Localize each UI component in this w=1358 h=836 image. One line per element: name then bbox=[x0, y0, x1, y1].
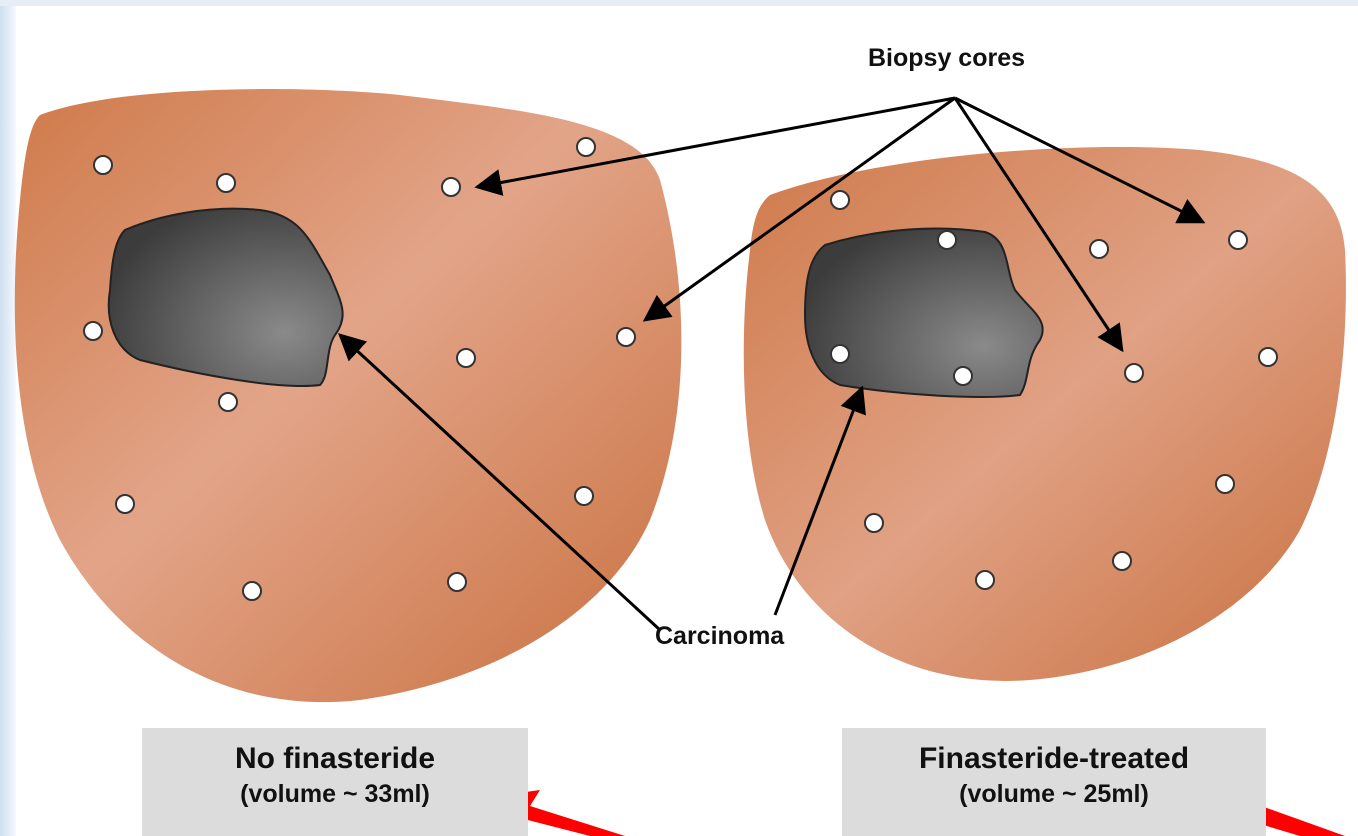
biopsy-core bbox=[217, 174, 235, 192]
biopsy-core bbox=[954, 367, 972, 385]
biopsy-core bbox=[116, 495, 134, 513]
biopsy-core bbox=[831, 345, 849, 363]
panel-title: Finasteride-treated bbox=[842, 742, 1266, 776]
label-no-finasteride: No finasteride (volume ~ 33ml) bbox=[142, 728, 528, 836]
panel-volume: (volume ~ 25ml) bbox=[842, 780, 1266, 809]
carcinoma-callout: Carcinoma bbox=[655, 622, 784, 651]
biopsy-core bbox=[442, 178, 460, 196]
biopsy-core bbox=[938, 231, 956, 249]
biopsy-core bbox=[1125, 364, 1143, 382]
biopsy-core bbox=[94, 156, 112, 174]
biopsy-core bbox=[243, 582, 261, 600]
panel-volume: (volume ~ 33ml) bbox=[142, 780, 528, 809]
biopsy-core bbox=[617, 328, 635, 346]
biopsy-core bbox=[1216, 475, 1234, 493]
gland-left bbox=[15, 89, 682, 702]
biopsy-core bbox=[976, 571, 994, 589]
biopsy-core bbox=[831, 191, 849, 209]
gland-right bbox=[744, 147, 1346, 681]
biopsy-core bbox=[577, 138, 595, 156]
biopsy-core bbox=[448, 573, 466, 591]
biopsy-core bbox=[1229, 231, 1247, 249]
biopsy-core bbox=[1113, 552, 1131, 570]
biopsy-core bbox=[575, 487, 593, 505]
biopsy-core bbox=[219, 393, 237, 411]
biopsy-core bbox=[84, 322, 102, 340]
panel-title: No finasteride bbox=[142, 742, 528, 776]
biopsy-cores-callout: Biopsy cores bbox=[868, 44, 1025, 73]
biopsy-core bbox=[865, 514, 883, 532]
label-finasteride-treated: Finasteride-treated (volume ~ 25ml) bbox=[842, 728, 1266, 836]
biopsy-core bbox=[1090, 240, 1108, 258]
biopsy-core bbox=[1259, 348, 1277, 366]
biopsy-core bbox=[457, 349, 475, 367]
